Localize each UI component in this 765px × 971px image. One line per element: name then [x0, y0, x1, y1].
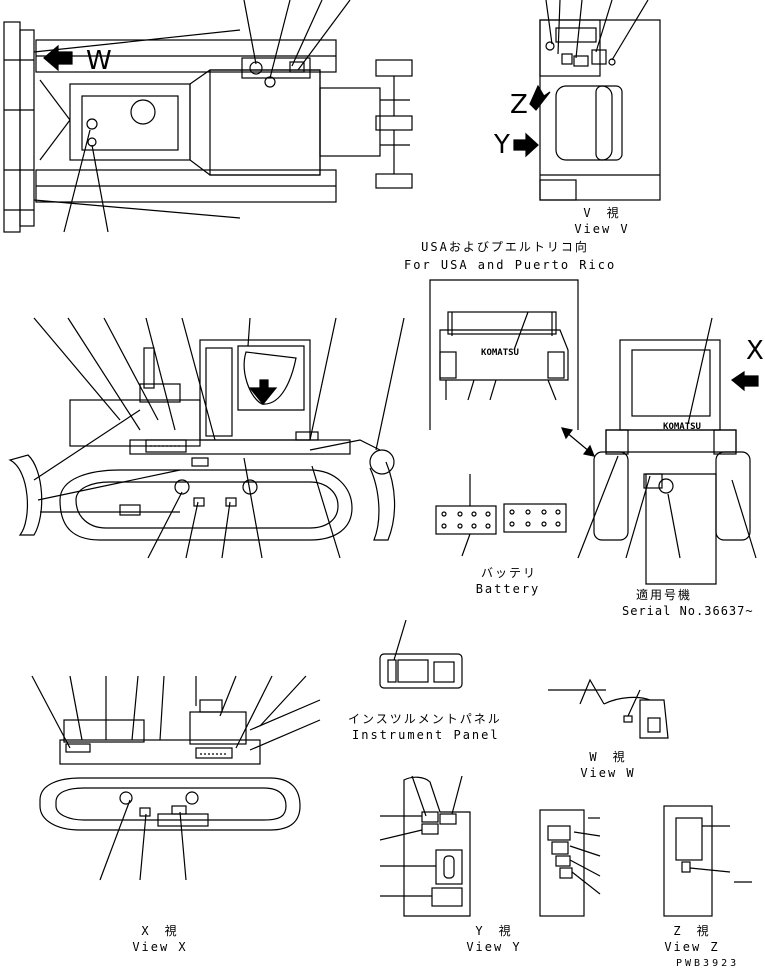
- instrument-panel-label-en: Instrument Panel: [352, 728, 500, 742]
- serial-label-en: Serial No.36637~: [622, 604, 754, 618]
- top-view-drawing: [3, 0, 413, 233]
- instrument-panel-drawing: [379, 619, 463, 689]
- view-w-drawing: [548, 678, 669, 739]
- battery-label-jp: バッテリ: [480, 566, 537, 580]
- usa-heading-jp: USAおよびプエルトリコ向: [421, 240, 589, 254]
- usa-inset-drawing: [429, 279, 595, 457]
- view-z-caption-en: View Z: [664, 940, 720, 954]
- usa-heading-en: For USA and Puerto Rico: [404, 258, 617, 272]
- view-w-caption-jp: W 視: [589, 750, 627, 764]
- view-w-caption-en: View W: [580, 766, 636, 780]
- rear-view-drawing: [577, 317, 759, 585]
- battery-drawing: [435, 474, 567, 557]
- view-z-caption-jp: Z 視: [673, 924, 711, 938]
- side-view-drawing: [8, 317, 405, 559]
- view-z-marker: Z: [510, 90, 528, 120]
- view-v-caption-jp: V 視: [583, 206, 621, 220]
- rear-brand-logo: KOMATSU: [663, 422, 701, 432]
- serial-label-jp: 適用号機: [635, 588, 692, 602]
- view-z-drawing: [539, 805, 752, 917]
- drawing-code: PWB3923: [676, 958, 740, 969]
- view-x-caption-en: View X: [132, 940, 188, 954]
- instrument-panel-label-jp: インスツルメントパネル: [348, 712, 502, 726]
- view-y-caption-en: View Y: [466, 940, 522, 954]
- view-x-marker: X: [746, 336, 764, 366]
- view-v-caption-en: View V: [574, 222, 630, 236]
- view-w-marker: W: [86, 46, 112, 76]
- battery-label-en: Battery: [475, 582, 541, 596]
- view-v-drawing: [513, 0, 661, 201]
- view-y-drawing: [379, 775, 471, 917]
- view-y-marker: Y: [494, 130, 510, 160]
- view-x-caption-jp: X 視: [141, 924, 179, 938]
- usa-brand-logo: KOMATSU: [481, 348, 519, 358]
- view-y-caption-jp: Y 視: [475, 924, 513, 938]
- view-x-drawing: [31, 675, 321, 881]
